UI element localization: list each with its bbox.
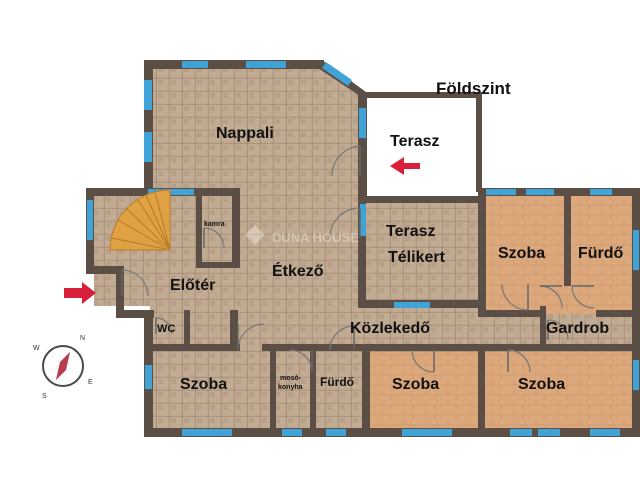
entry-arrow-terasz-icon [390,157,420,175]
label-furdo-bottom: Fürdő [320,375,354,389]
label-szoba-bottom-mid: Szoba [392,376,439,393]
label-szoba-bottom-right: Szoba [518,376,565,393]
compass-s: S [42,393,47,400]
label-terasz-telikert-2: Télikert [388,249,446,266]
doors [121,145,595,373]
compass-e: E [88,379,93,386]
compass-n: N [80,335,85,342]
label-terasz-telikert-1: Terasz [386,223,436,240]
label-eloter: Előtér [170,277,215,294]
label-etkezo: Étkező [272,261,324,280]
label-mosokonyha-1: mosó- [280,375,302,382]
room-labels: Földszint Nappali Terasz Terasz Télikert… [157,79,624,393]
label-wc: WC [157,323,175,335]
label-furdo-right-top: Fürdő [578,245,624,262]
label-kamra: kamra [204,221,225,228]
label-szoba-bottom-left: Szoba [180,376,227,393]
watermark: DUNA HOUSE [245,225,359,245]
windows [87,61,639,436]
plan-title: Földszint [436,79,511,98]
label-gardrob: Gardrob [546,320,609,337]
label-terasz: Terasz [390,133,440,150]
compass-icon: N S E W [33,335,93,400]
label-szoba-right-top: Szoba [498,245,545,262]
entry-arrow-west-icon [64,282,96,304]
compass-w: W [33,345,40,352]
watermark-text: DUNA HOUSE [272,230,359,245]
label-nappali: Nappali [216,125,274,142]
label-mosokonyha-2: konyha [278,384,303,391]
label-kozlekedo: Közlekedő [350,320,430,337]
spiral-stair-icon [109,189,171,251]
entry-arrows [64,157,420,304]
